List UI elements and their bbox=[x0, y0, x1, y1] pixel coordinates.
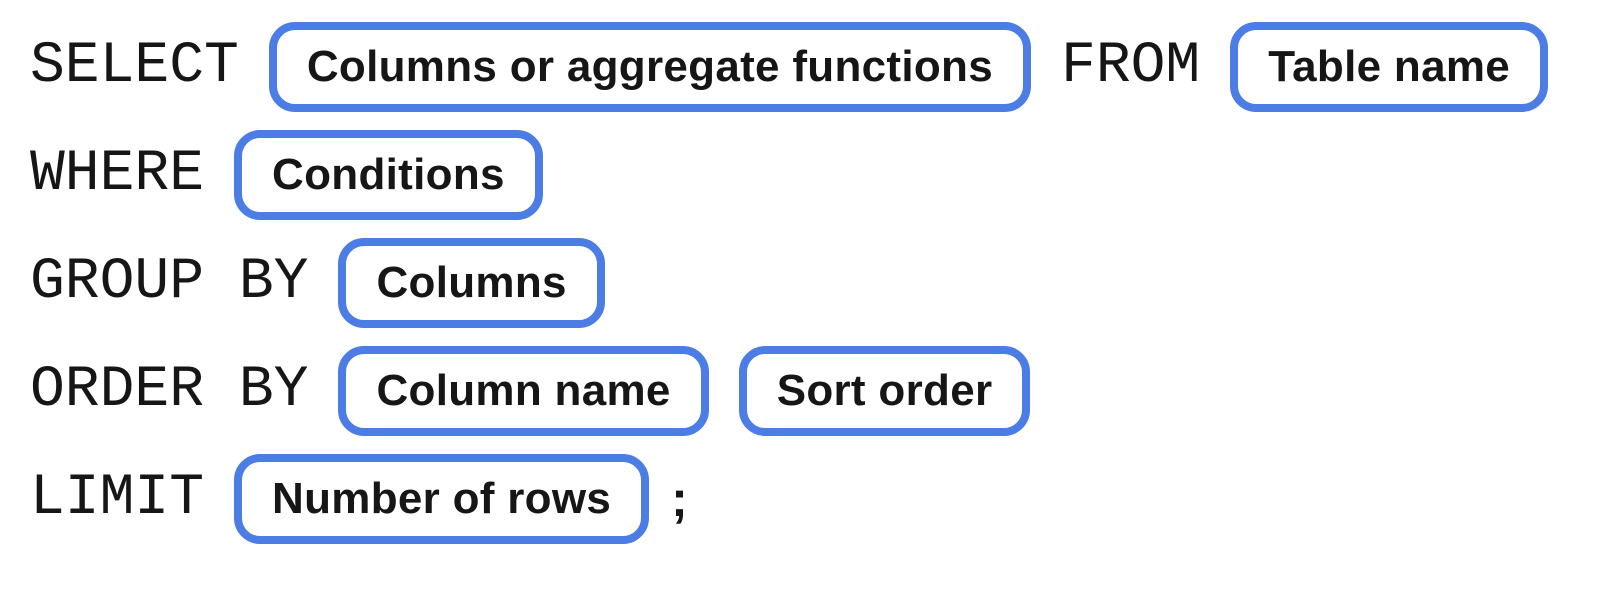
keyword-where: WHERE bbox=[30, 142, 205, 207]
keyword-group-by: GROUP BY bbox=[30, 250, 309, 315]
pill-sort-order: Sort order bbox=[738, 346, 1031, 436]
pill-columns: Columns bbox=[338, 238, 605, 328]
row-limit: LIMIT Number of rows ; bbox=[30, 454, 1600, 544]
pill-table-name: Table name bbox=[1230, 22, 1549, 112]
keyword-from: FROM bbox=[1061, 34, 1201, 99]
pill-conditions: Conditions bbox=[234, 130, 543, 220]
pill-column-name: Column name bbox=[338, 346, 709, 436]
semicolon-terminator: ; bbox=[671, 471, 688, 527]
row-order-by: ORDER BY Column name Sort order bbox=[30, 346, 1600, 436]
keyword-select: SELECT bbox=[30, 34, 239, 99]
pill-number-of-rows: Number of rows bbox=[234, 454, 650, 544]
keyword-order-by: ORDER BY bbox=[30, 358, 309, 423]
row-where: WHERE Conditions bbox=[30, 130, 1600, 220]
pill-columns-or-aggregate-functions: Columns or aggregate functions bbox=[268, 22, 1032, 112]
row-select-from: SELECT Columns or aggregate functions FR… bbox=[30, 22, 1600, 112]
keyword-limit: LIMIT bbox=[30, 466, 205, 531]
row-group-by: GROUP BY Columns bbox=[30, 238, 1600, 328]
